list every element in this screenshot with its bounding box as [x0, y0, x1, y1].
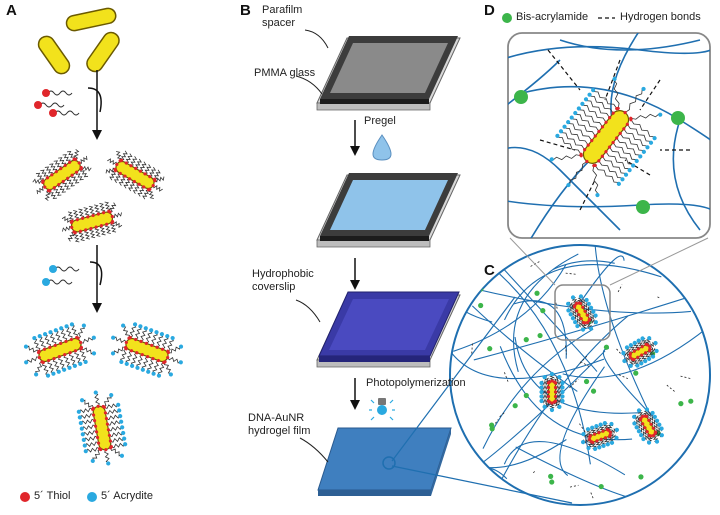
acrydite-dna-strands	[47, 266, 80, 285]
arrow-head	[350, 400, 360, 410]
pregel-filled-mold	[316, 173, 461, 248]
panel-label-c: C	[484, 262, 495, 279]
photopolymerization-label: Photopolymerization	[366, 377, 466, 389]
thiol-dna-strands	[39, 90, 80, 116]
parafilm-label: Parafilm spacer	[262, 4, 302, 30]
curved-arrow	[89, 261, 103, 286]
leader-lines	[295, 29, 329, 463]
bare-nanorod	[65, 7, 117, 32]
arrow-head	[350, 280, 360, 290]
panel-label-d: D	[484, 2, 495, 19]
thiol-dot	[49, 109, 57, 117]
arrow-head	[92, 130, 102, 140]
dna-nanorod-thiol	[32, 149, 92, 201]
arrow-head	[92, 303, 102, 313]
coverslip-label-line1: Hydrophobic	[252, 268, 314, 280]
acrydite-legend: 5´ Acrydite	[101, 490, 153, 502]
hydrogen-bonds-legend: Hydrogen bonds	[620, 11, 701, 23]
panel-b-diagram	[295, 29, 461, 496]
panel-d-zoom	[502, 13, 711, 239]
dna-nanorod-thiol	[105, 150, 165, 200]
acrydite-dot	[49, 265, 57, 273]
bare-nanorod	[86, 31, 120, 73]
coverslip-label: Hydrophobic coverslip	[252, 268, 314, 294]
zoom-box	[554, 284, 611, 341]
panel-c-network	[449, 244, 711, 506]
pregel-droplet	[372, 134, 392, 161]
acrydite-dot	[42, 278, 50, 286]
pmma-label: PMMA glass	[254, 67, 316, 79]
parafilm-label-line2: spacer	[262, 17, 296, 29]
uv-lamp-icon	[369, 398, 395, 421]
coverslip-label-line2: coverslip	[252, 281, 296, 293]
film-label-line1: DNA-AuNR	[248, 412, 305, 424]
hydrogel-film	[317, 427, 452, 496]
dna-nanorod-acrydite	[110, 322, 184, 378]
curved-arrow	[87, 87, 102, 113]
film-label-line2: hydrogel film	[248, 425, 311, 437]
dna-nanorod-acrydite	[76, 390, 128, 466]
pregel-label: Pregel	[364, 115, 396, 127]
coverslip-mold	[316, 291, 461, 368]
parafilm-label-line1: Parafilm	[262, 4, 303, 16]
pmma-mold	[316, 36, 461, 111]
film-label: DNA-AuNR hydrogel film	[248, 412, 310, 438]
zoom-spot	[382, 456, 396, 470]
acrydite-legend-dot	[87, 492, 97, 502]
dna-nanorod-acrydite	[23, 322, 97, 378]
zoom-connectors	[391, 237, 709, 504]
bis-legend-dot	[502, 13, 512, 23]
thiol-legend: 5´ Thiol	[34, 490, 71, 502]
bare-nanorod	[37, 35, 71, 75]
panel-label-a: A	[6, 2, 17, 19]
thiol-dot	[42, 89, 50, 97]
bis-acrylamide-legend: Bis-acrylamide	[516, 11, 589, 23]
thiol-dot	[34, 101, 42, 109]
panel-label-b: B	[240, 2, 251, 19]
panel-a-diagram	[20, 7, 184, 502]
arrow-head	[350, 146, 360, 156]
dna-nanorod-thiol	[61, 201, 123, 243]
thiol-legend-dot	[20, 492, 30, 502]
